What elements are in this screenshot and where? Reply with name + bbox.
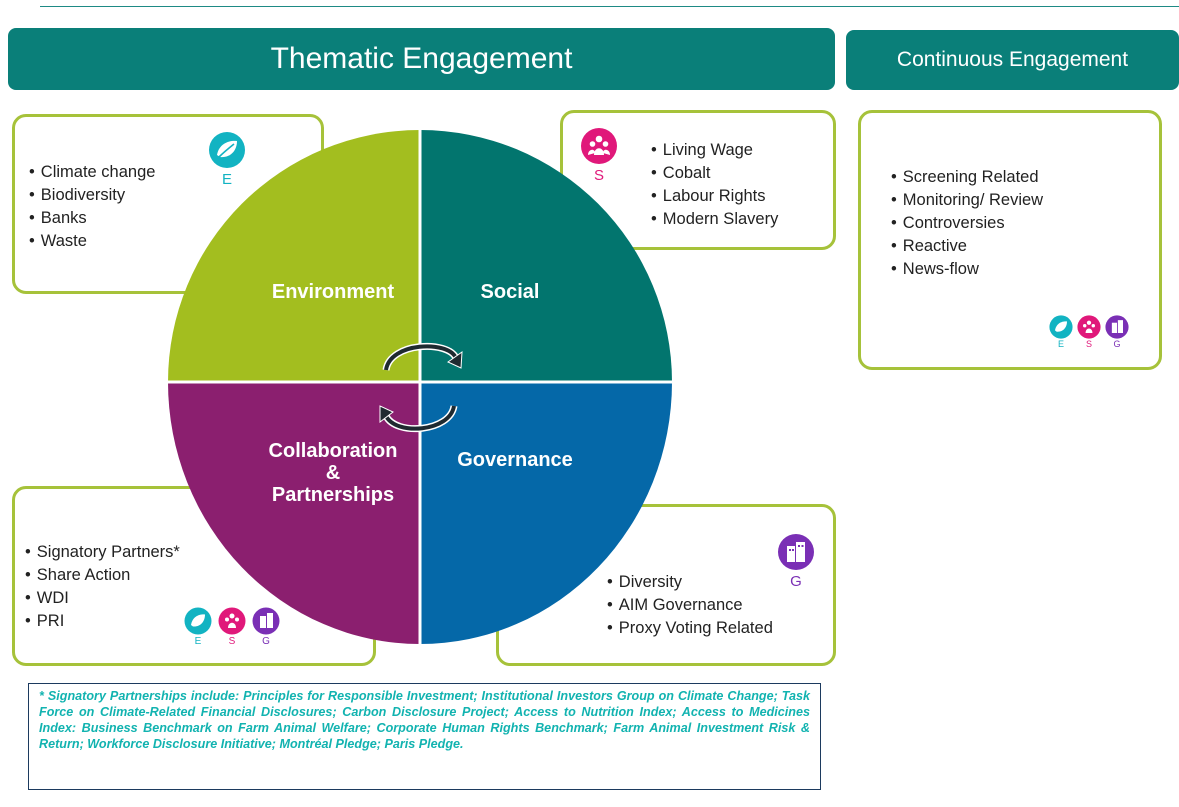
top-rule	[40, 6, 1179, 7]
leaf-icon	[209, 132, 245, 168]
list-item: News-flow	[891, 258, 1043, 281]
people-icon	[1077, 315, 1101, 339]
environment-topics-list: Climate change Biodiversity Banks Waste	[29, 161, 156, 253]
thematic-engagement-header: Thematic Engagement	[8, 28, 835, 90]
people-icon	[218, 607, 246, 635]
environment-quadrant	[168, 130, 420, 382]
collaboration-label: Collaboration & Partnerships	[240, 440, 426, 506]
environment-icon-letter: E	[221, 171, 232, 188]
list-item: Living Wage	[651, 139, 778, 162]
engagement-wheel	[168, 130, 672, 644]
list-item: Reactive	[891, 235, 1043, 258]
environment-icon-group: E	[208, 131, 246, 188]
governance-label: Governance	[457, 449, 573, 471]
continuous-engagement-box: Screening Related Monitoring/ Review Con…	[858, 110, 1162, 370]
list-item: Labour Rights	[651, 185, 778, 208]
list-item: WDI	[25, 587, 180, 610]
list-item: Monitoring/ Review	[891, 189, 1043, 212]
esg-icon-group: E S G	[1049, 315, 1139, 355]
list-item: Cobalt	[651, 162, 778, 185]
esg-letter-s: S	[228, 636, 236, 647]
building-icon	[252, 607, 280, 635]
collaboration-label-line: Collaboration	[268, 440, 398, 462]
collaboration-topics-list: Signatory Partners* Share Action WDI PRI	[25, 541, 180, 633]
building-icon	[778, 534, 814, 570]
governance-icon-letter: G	[790, 573, 802, 590]
esg-letter-s: S	[1085, 339, 1092, 349]
list-item: Signatory Partners*	[25, 541, 180, 564]
environment-label: Environment	[271, 281, 395, 303]
cycle-arrows-icon	[379, 342, 463, 433]
esg-letter-e: E	[1057, 339, 1064, 349]
footnote-text: * Signatory Partnerships include: Princi…	[39, 689, 810, 751]
collaboration-quadrant	[168, 382, 420, 644]
esg-letter-g: G	[262, 636, 270, 647]
continuous-engagement-title: Continuous Engagement	[896, 48, 1129, 71]
list-item: Waste	[29, 230, 155, 253]
list-item: Modern Slavery	[651, 208, 779, 231]
governance-topics-list: Diversity AIM Governance Proxy Voting Re…	[607, 571, 773, 640]
list-item: Share Action	[25, 564, 180, 587]
esg-icon-group: E S G	[184, 607, 284, 651]
social-quadrant	[420, 130, 672, 382]
list-item: AIM Governance	[607, 594, 773, 617]
signatory-footnote: * Signatory Partnerships include: Princi…	[28, 683, 821, 790]
continuous-topics-list: Screening Related Monitoring/ Review Con…	[891, 166, 1043, 281]
list-item: Proxy Voting Related	[607, 617, 773, 640]
collaboration-label-line: &	[325, 462, 341, 484]
list-item: Controversies	[891, 212, 1043, 235]
building-icon	[1105, 315, 1129, 339]
esg-letter-g: G	[1113, 339, 1121, 349]
list-item: PRI	[25, 610, 180, 633]
collaboration-label-line: Partnerships	[271, 484, 395, 506]
social-icon-group: S	[580, 127, 618, 184]
social-icon-letter: S	[593, 167, 604, 184]
list-item: Diversity	[607, 571, 773, 594]
people-icon	[581, 128, 617, 164]
continuous-engagement-header: Continuous Engagement	[846, 30, 1179, 90]
list-item: Banks	[29, 207, 155, 230]
list-item: Climate change	[29, 161, 156, 184]
list-item: Screening Related	[891, 166, 1043, 189]
governance-quadrant	[420, 382, 672, 644]
social-topics-list: Living Wage Cobalt Labour Rights Modern …	[651, 139, 779, 231]
list-item: Biodiversity	[29, 184, 155, 207]
governance-icon-group: G	[777, 533, 815, 590]
leaf-icon	[1049, 315, 1073, 339]
social-label: Social	[480, 281, 540, 303]
esg-letter-e: E	[194, 636, 202, 647]
leaf-icon	[184, 607, 212, 635]
thematic-engagement-title: Thematic Engagement	[270, 42, 573, 75]
